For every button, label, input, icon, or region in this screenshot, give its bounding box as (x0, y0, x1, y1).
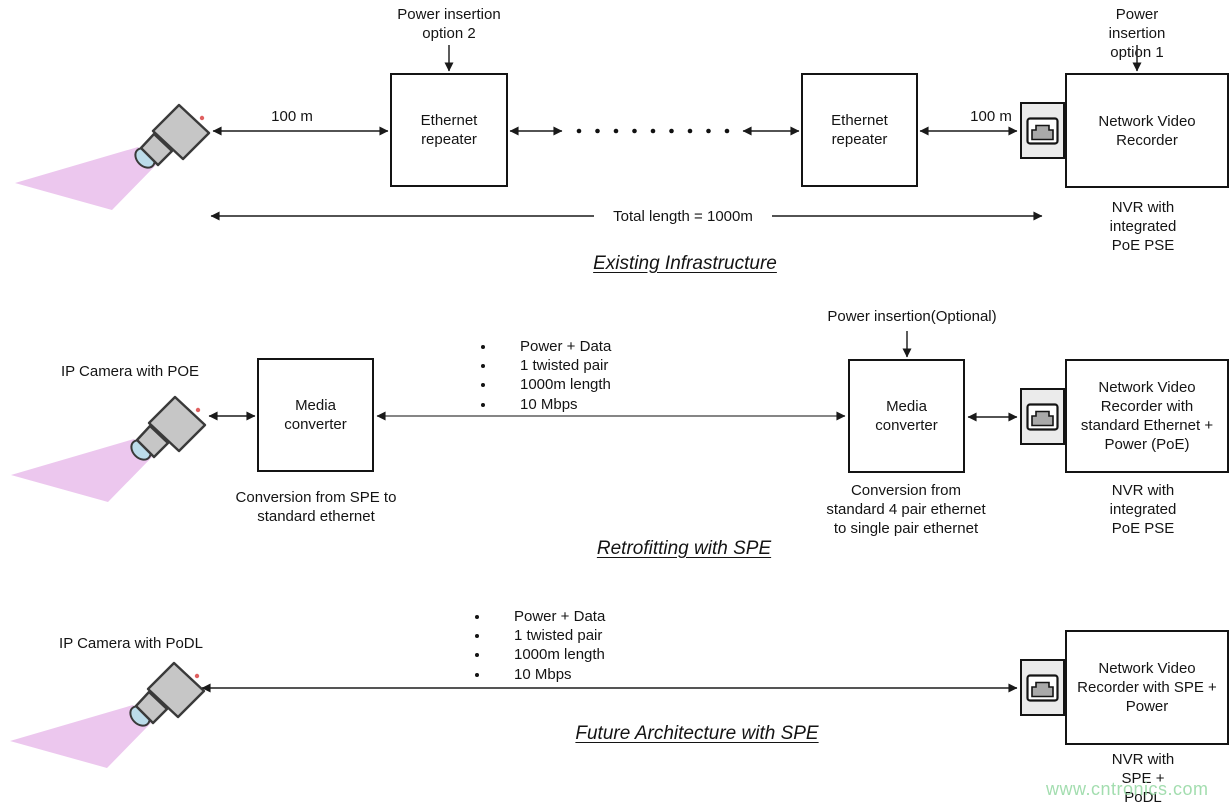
feature-item: 1 twisted pair (496, 356, 611, 375)
feature-item: Power + Data (496, 337, 611, 356)
ip-camera-podl-label: IP Camera with PoDL (59, 635, 203, 652)
ethernet-repeater-box-2: Ethernet repeater (801, 73, 918, 187)
section-title-existing-infrastructure: Existing Infrastructure (593, 253, 777, 274)
feature-item: Power + Data (490, 607, 605, 626)
media-converter-box-right: Media converter (848, 359, 965, 473)
power-insertion-optional-label: Power insertion(Optional) (827, 308, 997, 325)
feature-item: 10 Mbps (496, 395, 611, 414)
distance-label-repeater-nvr: 100 m (970, 108, 1012, 125)
ethernet-port-icon-3 (1019, 658, 1066, 717)
network-video-recorder-box-2: Network Video Recorder with standard Eth… (1065, 359, 1229, 473)
nvr3-caption: NVR with SPE + PoDL (1111, 751, 1175, 804)
ethernet-port-icon-2 (1019, 387, 1066, 446)
feature-item: 1 twisted pair (490, 626, 605, 645)
ethernet-port-icon-1 (1019, 101, 1066, 160)
total-length-label: Total length = 1000m (613, 208, 753, 225)
nvr1-caption: NVR with integrated PoE PSE (1109, 199, 1177, 254)
feature-item: 10 Mbps (490, 665, 605, 684)
power-insertion-option1-label: Power insertion option 1 (1108, 6, 1166, 61)
power-insertion-option2-label: Power insertion option 2 (397, 6, 501, 42)
distance-label-camera-repeater: 100 m (271, 108, 313, 125)
ip-camera-icon-2 (9, 395, 207, 504)
network-video-recorder-box-1: Network Video Recorder (1065, 73, 1229, 188)
ethernet-repeater-box-1: Ethernet repeater (390, 73, 508, 187)
section-title-future-architecture: Future Architecture with SPE (575, 723, 819, 744)
ellipsis-dots (576, 128, 730, 134)
media-converter-right-caption: Conversion from standard 4 pair ethernet… (826, 482, 986, 537)
network-video-recorder-box-3: Network Video Recorder with SPE + Power (1065, 630, 1229, 745)
spe-link-feature-list-future: Power + Data 1 twisted pair 1000m length… (476, 607, 605, 684)
nvr2-caption: NVR with integrated PoE PSE (1109, 482, 1177, 537)
media-converter-box-left: Media converter (257, 358, 374, 472)
ip-camera-poe-label: IP Camera with POE (60, 363, 200, 380)
site-watermark: www.cntronics.com (1046, 779, 1209, 799)
ip-camera-icon-3 (8, 661, 206, 770)
section-title-retrofitting-with-spe: Retrofitting with SPE (596, 538, 772, 559)
media-converter-left-caption: Conversion from SPE to standard ethernet (235, 489, 397, 525)
feature-item: 1000m length (490, 645, 605, 664)
ip-camera-icon-1 (13, 103, 211, 212)
spe-link-feature-list: Power + Data 1 twisted pair 1000m length… (482, 337, 611, 414)
feature-item: 1000m length (496, 375, 611, 394)
